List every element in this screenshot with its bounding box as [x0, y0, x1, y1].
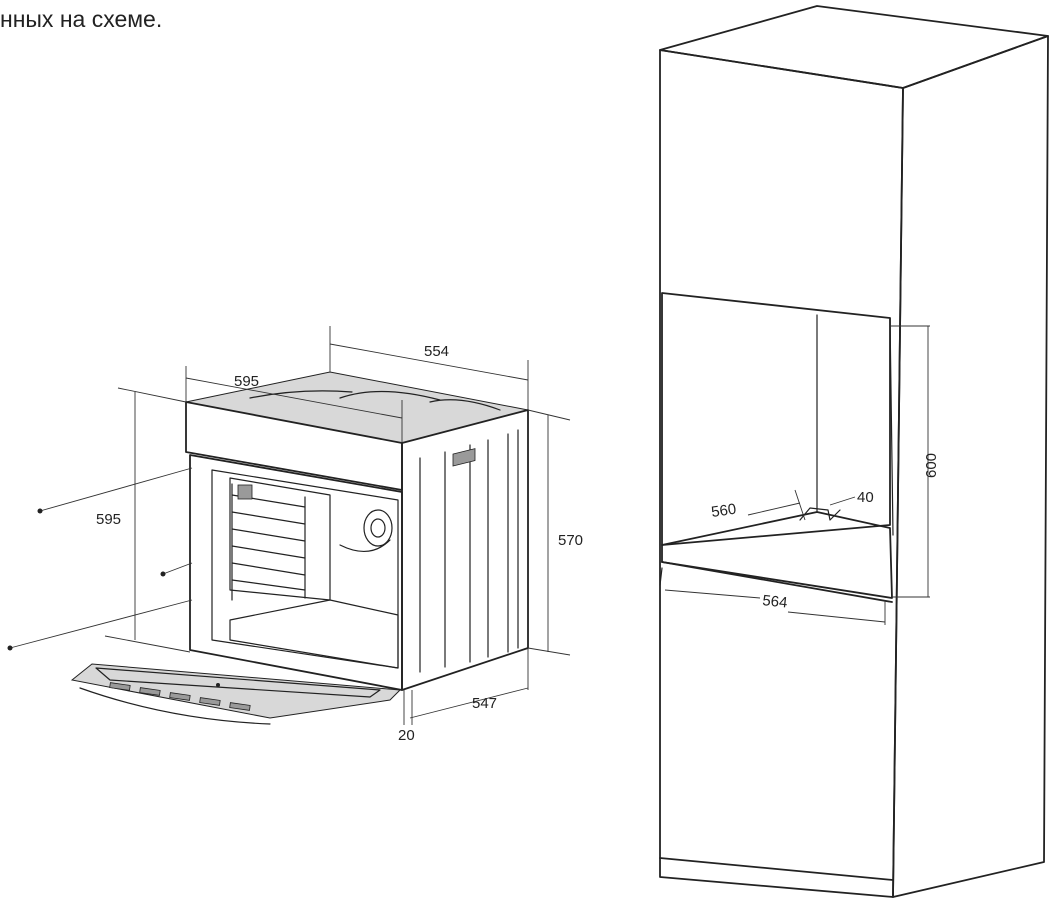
cabinet-dimensions [664, 325, 930, 625]
door-vents [109, 682, 251, 711]
oven-dimensions [7, 326, 571, 725]
dim-40: 40 [857, 489, 874, 506]
screw-icon [37, 508, 43, 514]
cabinet-top [659, 5, 1049, 89]
dim-547: 547 [472, 695, 497, 712]
cabinet-drawing [659, 5, 1049, 898]
oven-dimension-labels: 554 595 595 570 547 20 [96, 343, 583, 744]
shelf-rails [231, 483, 306, 601]
screw-icon [7, 645, 13, 651]
oven-drawing [70, 371, 529, 725]
dim-600: 600 [923, 453, 940, 478]
dim-564: 564 [762, 592, 789, 612]
dim-554: 554 [424, 343, 449, 360]
oven-door [70, 663, 402, 719]
cabinet-side [892, 35, 1049, 898]
lamp-icon [237, 484, 253, 500]
screw-icon [216, 683, 220, 687]
cabinet-front [659, 49, 904, 898]
dim-570: 570 [558, 532, 583, 549]
dim-595-height: 595 [96, 511, 121, 528]
cabinet-niche [661, 292, 891, 546]
caption-text: нных на схеме. [0, 6, 163, 32]
oven-front-frame [189, 454, 403, 691]
dim-20: 20 [398, 727, 415, 744]
screw-icon [160, 571, 166, 577]
fan-icon [339, 509, 393, 552]
cabinet-dimension-labels: 600 560 40 564 [710, 453, 940, 612]
dim-560: 560 [710, 501, 737, 521]
cabinet-shelf [661, 511, 893, 599]
vent-label [452, 448, 476, 467]
dim-595-width: 595 [234, 373, 259, 390]
